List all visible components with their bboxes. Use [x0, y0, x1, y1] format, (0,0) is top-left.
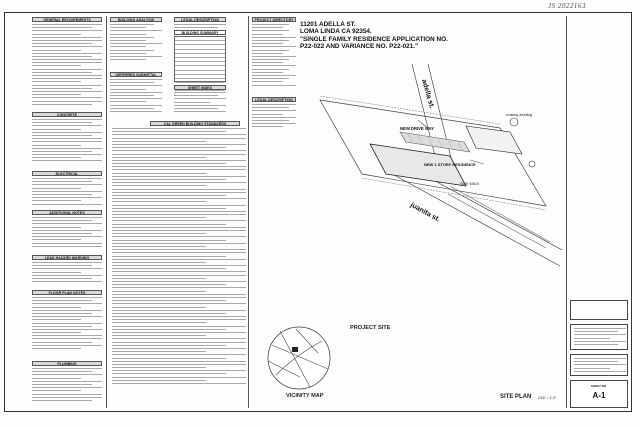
general-requirements-header: GENERAL REQUIREMENTS — [32, 17, 102, 22]
site-plan-title: SITE PLAN — [500, 394, 532, 400]
deferred-submittal-header: DEFERRED SUBMITTAL — [110, 72, 162, 77]
project-site-marker — [292, 347, 298, 352]
project-description-line2: P22-022 AND VARIANCE NO. P22-021." — [300, 43, 419, 51]
plumbing-text — [32, 368, 102, 408]
project-address-line2: LOMA LINDA CA 92354. — [300, 28, 372, 36]
title-block-logo-box — [570, 300, 628, 320]
dimension-line — [319, 95, 501, 125]
additional-notes-text — [32, 217, 102, 253]
sheet-border — [4, 12, 632, 412]
sidewalk-label: SIDE WALK — [460, 182, 480, 186]
tree-symbol — [528, 160, 536, 168]
lot-boundary — [319, 99, 547, 207]
sheet-index-header: SHEET INDEX — [174, 85, 226, 90]
legal-description-header: LEGAL DESCRIPTION — [174, 17, 226, 22]
project-description-line1: "SINGLE FAMILY RESIDENCE APPLICATION NO. — [300, 35, 448, 43]
project-directory-text — [252, 24, 296, 94]
new-residence-footprint — [369, 143, 467, 187]
street-edge — [395, 175, 561, 267]
project-site-label: PROJECT SITE — [350, 325, 391, 331]
project-directory-header: PROJECT DIRECTORY — [252, 17, 296, 22]
leader-line — [417, 119, 429, 129]
site-plan-scale: 1/16" = 1'-0" — [538, 396, 557, 400]
column-divider — [248, 16, 249, 408]
new-driveway-label: NEW DRIVE WAY — [400, 126, 434, 131]
sidewalk-edge — [449, 185, 551, 243]
new-driveway — [399, 131, 471, 153]
deferred-submittal-text — [110, 79, 162, 119]
building-summary-header: BUILDING SUMMARY — [174, 30, 226, 35]
concrete-header: CONCRETE — [32, 112, 102, 117]
legal-description-text — [174, 24, 226, 32]
lead-hazard-text — [32, 262, 102, 288]
electrical-header: ELECTRICAL — [32, 171, 102, 176]
existing-dwelling-footprint — [465, 125, 523, 155]
building-analysis-text — [110, 24, 162, 68]
sheet-number: A-1 — [592, 391, 606, 400]
new-residence-label: NEW 1 STORY RESIDENCE — [424, 162, 476, 167]
project-address-line1: 11201 ADELLA ST. — [300, 21, 356, 28]
legal-description-2-header: LEGAL DESCRIPTION — [252, 97, 296, 102]
electrical-text — [32, 178, 102, 208]
floor-plan-notes-header: FLOOR PLAN NOTES — [32, 290, 102, 295]
floor-plan-notes-text — [32, 297, 102, 359]
street-label-juanita: juanita st. — [408, 201, 441, 223]
concrete-text — [32, 119, 102, 167]
sheet-index-text — [174, 92, 226, 116]
general-requirements-text — [32, 24, 102, 110]
title-block-sheet-number: SHEET NO. A-1 — [570, 380, 628, 408]
green-building-header: CAL GREEN BUILDING STANDARDS — [150, 121, 240, 126]
legal-description-2-text — [252, 104, 296, 134]
site-plan-drawing: adella st. juanita st. NEW DRIVE WAY NEW… — [319, 63, 562, 267]
title-block-divider — [566, 16, 567, 408]
building-analysis-header: BUILDING ANALYSIS — [110, 17, 162, 22]
sidewalk-edge — [447, 193, 547, 249]
lead-hazard-header: LEAD HAZARD WARNING — [32, 255, 102, 260]
handwritten-annotation: JS 2022163 — [548, 2, 586, 10]
dimension-line — [361, 177, 547, 211]
project-title: 11201 ADELLA ST. LOMA LINDA CA 92354. "S… — [300, 21, 448, 51]
plumbing-header: PLUMBING — [32, 361, 102, 366]
title-block-revision-box — [570, 354, 628, 376]
leader-line — [469, 159, 485, 165]
tree-symbol — [509, 117, 519, 127]
existing-dwelling-label: existing dwelling — [506, 113, 532, 117]
vicinity-map-title: VICINITY MAP — [286, 393, 324, 399]
building-summary-table — [174, 36, 226, 92]
sheet-number-label: SHEET NO. — [590, 384, 608, 388]
column-divider — [106, 16, 107, 408]
green-building-notes — [112, 128, 246, 410]
vicinity-map-drawing — [267, 326, 331, 390]
title-block-info-box — [570, 324, 628, 350]
additional-notes-header: ADDITIONAL NOTES — [32, 210, 102, 215]
